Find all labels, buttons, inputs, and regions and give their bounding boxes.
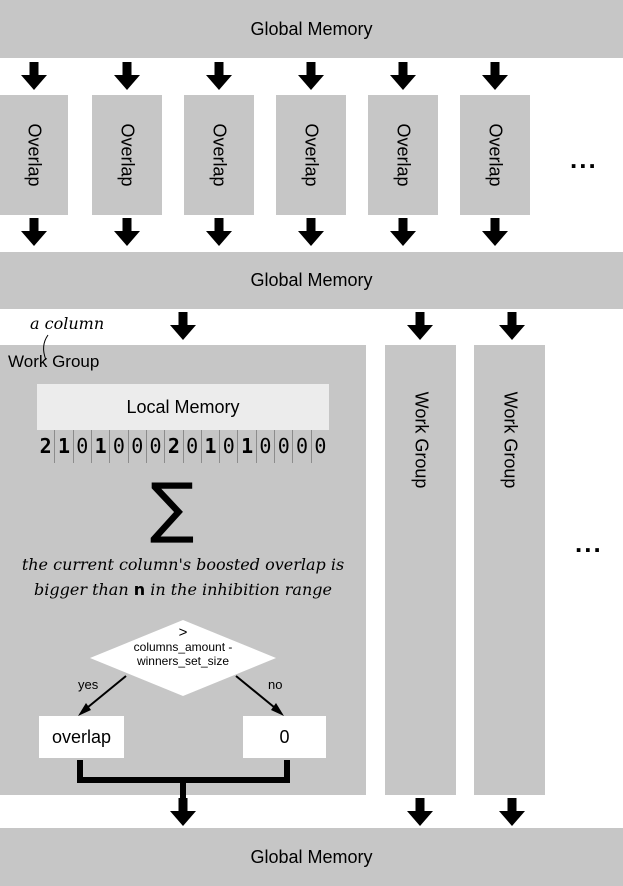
zero-result: 0 xyxy=(243,716,326,758)
decision-line-2: winners_set_size xyxy=(136,654,230,668)
memory-cell: 1 xyxy=(54,430,72,463)
sum-symbol: ∑ xyxy=(150,469,195,546)
global-memory-middle: Global Memory xyxy=(0,252,623,309)
arrow-down-icon xyxy=(390,218,416,246)
overlap-box-3: Overlap xyxy=(184,95,254,215)
arrow-down-icon xyxy=(298,62,324,90)
memory-cell: 1 xyxy=(200,430,219,463)
arrow-down-icon xyxy=(170,798,196,826)
arrow-down-icon xyxy=(298,218,324,246)
overlap-box-4: Overlap xyxy=(276,95,346,215)
decision-text: > columns_amount - winners_set_size xyxy=(104,624,262,668)
overlap-box-2: Overlap xyxy=(92,95,162,215)
overlap-box-5: Overlap xyxy=(368,95,438,215)
arrow-down-icon xyxy=(390,62,416,90)
decision-line-1: columns_amount - xyxy=(133,640,233,654)
work-group-3: Work Group xyxy=(474,345,545,795)
arrow-down-icon xyxy=(114,218,140,246)
work-group-3-label: Work Group xyxy=(500,391,520,489)
work-group-main-label: Work Group xyxy=(8,352,100,371)
memory-cell: 2 xyxy=(164,430,182,463)
memory-cell: 0 xyxy=(145,430,164,463)
overlap-box-1: Overlap xyxy=(0,95,68,215)
global-memory-top: Global Memory xyxy=(0,0,623,58)
arrow-down-icon xyxy=(114,62,140,90)
ellipsis-right: ... xyxy=(575,528,603,558)
condition-text: the current column's boosted overlap is … xyxy=(0,552,366,602)
arrow-down-icon xyxy=(499,798,525,826)
overlap-box-6: Overlap xyxy=(460,95,530,215)
memory-cell: 1 xyxy=(90,430,109,463)
arrow-down-icon xyxy=(482,62,508,90)
arrow-down-icon xyxy=(206,218,232,246)
no-label: no xyxy=(268,677,283,692)
memory-cell: 0 xyxy=(292,430,310,463)
arrow-down-icon xyxy=(407,798,433,826)
global-memory-bottom: Global Memory xyxy=(0,828,623,886)
arrow-down-icon xyxy=(21,218,47,246)
memory-cell: 0 xyxy=(274,430,292,463)
arrow-down-icon xyxy=(482,218,508,246)
memory-cell: 0 xyxy=(219,430,237,463)
work-group-2: Work Group xyxy=(385,345,456,795)
work-group-2-label: Work Group xyxy=(411,391,431,489)
memory-cell: 0 xyxy=(182,430,201,463)
arrow-down-icon xyxy=(21,62,47,90)
arrow-down-icon xyxy=(206,62,232,90)
condition-line-1: the current column's boosted overlap is xyxy=(21,555,345,574)
overlap-result: overlap xyxy=(39,716,124,758)
local-memory: Local Memory xyxy=(37,384,329,430)
decision-diamond xyxy=(90,620,276,696)
memory-cell: 0 xyxy=(72,430,91,463)
memory-cell: 0 xyxy=(255,430,274,463)
ellipsis-top: ... xyxy=(570,144,598,174)
condition-line-2: bigger than n in the inhibition range xyxy=(34,580,332,599)
column-annotation: a column xyxy=(30,314,105,333)
arrow-down-icon xyxy=(407,312,433,340)
yes-label: yes xyxy=(78,677,99,692)
memory-cell: 1 xyxy=(237,430,255,463)
memory-cell: 0 xyxy=(310,430,329,463)
decision-operator: > xyxy=(178,624,188,641)
arrow-down-icon xyxy=(170,312,196,340)
memory-cell: 0 xyxy=(127,430,146,463)
memory-cell: 0 xyxy=(109,430,127,463)
arrow-down-icon xyxy=(499,312,525,340)
memory-cell: 2 xyxy=(39,434,52,458)
